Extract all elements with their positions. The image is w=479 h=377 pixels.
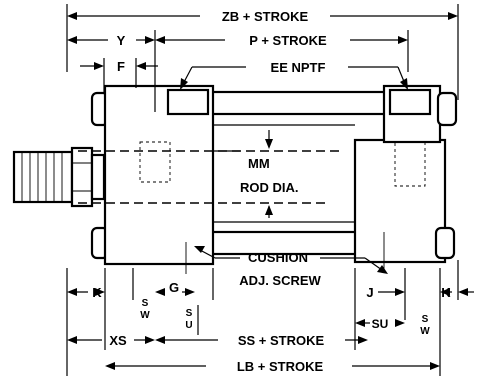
y-label: Y: [117, 33, 126, 48]
su-left-u: U: [185, 320, 192, 331]
sw-left-s: S: [142, 298, 149, 309]
su-left-s: S: [186, 308, 193, 319]
cushion-label: CUSHION: [248, 250, 308, 265]
rod-thread-lines: [21, 152, 63, 202]
su-right-label: SU: [372, 317, 389, 331]
dim-y: Y: [67, 30, 156, 112]
k-right-label: K: [441, 285, 451, 300]
f-label: F: [117, 59, 125, 74]
head-end-cap: [103, 84, 215, 266]
rod-dia-label: ROD DIA.: [240, 180, 299, 195]
g-label: G: [169, 280, 179, 295]
dim-p: P + STROKE: [155, 30, 409, 72]
adj-screw-label: ADJ. SCREW: [239, 273, 321, 288]
sw-right-w: W: [420, 326, 430, 337]
cap-cushion-cavity: [394, 141, 426, 187]
mm-label: MM: [248, 156, 270, 171]
tie-rod-top: [210, 90, 389, 116]
sw-left-w: W: [140, 310, 150, 321]
head-cushion-cavity: [139, 141, 171, 183]
dim-zb: ZB + STROKE: [66, 4, 459, 100]
cap-tie-rod-nut-top: [436, 91, 458, 127]
j-label: J: [366, 285, 373, 300]
sw-right-s: S: [422, 314, 429, 325]
cylinder-body: [12, 84, 458, 274]
xs-label: XS: [109, 333, 127, 348]
ee-label: EE NPTF: [271, 60, 326, 75]
dim-su-sw-right: SU S W: [355, 314, 430, 337]
dim-lb: LB + STROKE: [105, 359, 440, 374]
rod-thread: [12, 150, 74, 204]
zb-label: ZB + STROKE: [222, 9, 309, 24]
cap-tie-rod-nut-bottom: [434, 226, 456, 260]
lb-label: LB + STROKE: [237, 359, 324, 374]
rod-nut: [70, 146, 94, 208]
ss-label: SS + STROKE: [238, 333, 325, 348]
rod-dia-callout: MM ROD DIA.: [240, 130, 299, 218]
cap-end-cap: [353, 138, 447, 264]
head-port: [166, 88, 210, 116]
piston-rod: [90, 153, 106, 201]
p-label: P + STROKE: [249, 33, 327, 48]
dim-xs-ss: XS SS + STROKE: [67, 333, 368, 348]
k-left-label: K: [92, 285, 102, 300]
cap-port: [388, 88, 432, 116]
dim-f: F: [80, 58, 158, 92]
cushion-callout: CUSHION ADJ. SCREW: [194, 246, 388, 288]
ee-nptf-callout: EE NPTF: [180, 60, 408, 90]
dim-bottom-row-1: K S W G S U J K: [66, 260, 474, 376]
